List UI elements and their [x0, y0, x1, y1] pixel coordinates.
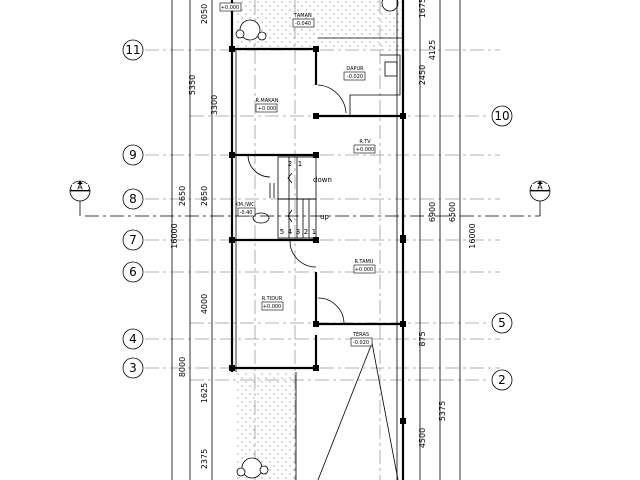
arrow-up-icon — [287, 209, 293, 223]
stairs-down-label: down — [313, 176, 332, 184]
level-garden-top: +0.000 — [221, 5, 240, 11]
grid-bubbles-right: 10 5 2 — [491, 105, 513, 391]
arrow-down-icon — [287, 172, 293, 184]
dim-1675: 1675 — [418, 0, 427, 18]
dim-8000: 8000 — [178, 357, 187, 377]
grid-label: 8 — [129, 192, 137, 206]
grid-label: 9 — [129, 148, 137, 162]
room-name-r-tv: R.TV — [359, 139, 371, 145]
room-name-r-makan: R.MAKAN — [256, 98, 279, 104]
tree-icon — [235, 0, 399, 479]
dim-2450: 2450 — [418, 65, 427, 85]
dim-6500: 6500 — [448, 202, 457, 222]
room-name-dapur: DAPUR — [346, 66, 364, 72]
grid-bubbles-left: 11 9 8 7 6 4 3 — [122, 39, 144, 379]
level-teras: -0.020 — [353, 340, 369, 346]
stairs-up-label: up — [320, 213, 329, 221]
dim-5375: 5375 — [438, 401, 447, 421]
level-km-wc: -0.40 — [240, 210, 253, 216]
grid-label: 4 — [129, 332, 137, 346]
dim-4000: 4000 — [200, 294, 209, 314]
room-name-r-tamu: R.TAMU — [355, 259, 374, 265]
staircase: 2 1 down up 5 4 3 2 1 — [277, 156, 332, 239]
dim-2650-b: 2650 — [200, 186, 209, 206]
level-r-tidur: +0.000 — [263, 304, 282, 310]
level-r-tv: +0.000 — [356, 147, 375, 153]
step-number: 3 — [296, 228, 300, 236]
dim-875: 875 — [418, 331, 427, 346]
dim-6900: 6900 — [428, 202, 437, 222]
dim-2050: 2050 — [200, 4, 209, 24]
dimensions-right: 1675 4125 2450 6900 6500 16000 875 4500 … — [418, 0, 477, 448]
columns — [229, 46, 406, 424]
grid-label: 5 — [498, 316, 506, 330]
dim-5350: 5350 — [188, 75, 197, 95]
grid-label: 6 — [129, 265, 137, 279]
room-name-teras: TERAS — [352, 332, 369, 338]
dim-16000: 16000 — [170, 223, 179, 248]
room-name-taman: TAMAN — [293, 13, 312, 19]
section-marker-left: A — [69, 180, 91, 216]
step-number: 4 — [288, 228, 293, 236]
dim-1625: 1625 — [200, 383, 209, 403]
step-number: 5 — [280, 228, 284, 236]
dim-4500: 4500 — [418, 428, 427, 448]
level-r-tamu: +0.000 — [355, 267, 374, 273]
level-r-makan: +0.000 — [258, 106, 277, 112]
grid-label: 7 — [129, 233, 137, 247]
dim-3300: 3300 — [210, 95, 219, 115]
dim-2375: 2375 — [200, 449, 209, 469]
dimension-lines — [171, 0, 461, 480]
grid-label: 11 — [125, 43, 140, 57]
step-number: 2 — [288, 160, 292, 168]
step-number: 1 — [298, 160, 302, 168]
level-dapur: -0.020 — [347, 74, 363, 80]
level-taman: -0.040 — [295, 21, 311, 27]
section-marker-right: A — [529, 180, 551, 216]
dim-2650-a: 2650 — [178, 186, 187, 206]
step-number: 2 — [304, 228, 308, 236]
toilet-icon — [252, 212, 270, 224]
dim-4125: 4125 — [428, 40, 437, 60]
dim-16000-right: 16000 — [468, 223, 477, 248]
dimensions-left: 2050 5350 3300 2650 2650 16000 4000 8000… — [170, 4, 219, 469]
room-name-r-tidur: R.TIDUR — [262, 296, 283, 302]
room-labels: +0.000 TAMAN -0.040 DAPUR -0.020 R.MAKAN… — [219, 2, 376, 347]
room-name-km-wc: KM./WC — [235, 202, 255, 208]
grid-label: 10 — [494, 109, 509, 123]
step-number: 1 — [312, 228, 316, 236]
section-label: A — [77, 183, 83, 192]
section-label: A — [537, 183, 543, 192]
grid-label: 3 — [129, 361, 137, 375]
grid-label: 2 — [498, 373, 506, 387]
